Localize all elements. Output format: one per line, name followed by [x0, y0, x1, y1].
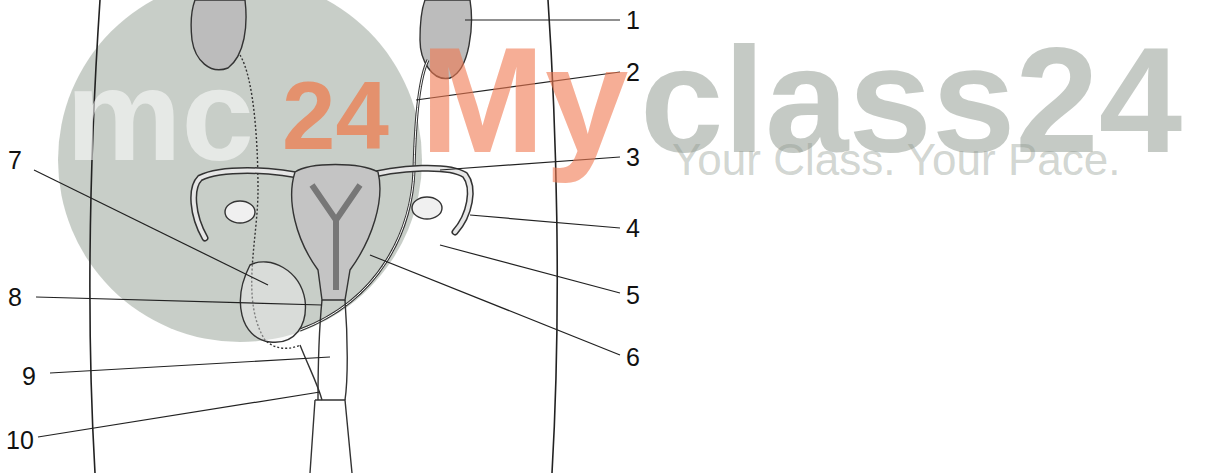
bladder	[240, 262, 305, 342]
watermark: My	[420, 25, 628, 175]
callout-number: 6	[624, 345, 642, 370]
watermark-logo: 24	[282, 68, 389, 164]
ovary	[412, 197, 442, 219]
vulva	[310, 400, 352, 473]
watermark-logo: mc	[66, 50, 254, 180]
callout-number: 5	[624, 283, 642, 308]
watermark-slogan: Your Class. Your Pace.	[672, 138, 1120, 182]
uterine-cavity	[312, 185, 360, 290]
uterus	[292, 165, 380, 301]
callout-number: 9	[20, 364, 38, 389]
callout-number: 7	[6, 148, 24, 173]
vagina	[318, 300, 347, 400]
callout-number: 10	[4, 428, 36, 453]
callout-number: 4	[624, 216, 642, 241]
callout-number: 8	[6, 285, 24, 310]
ovary	[225, 201, 255, 223]
watermark-circle	[58, 0, 422, 342]
